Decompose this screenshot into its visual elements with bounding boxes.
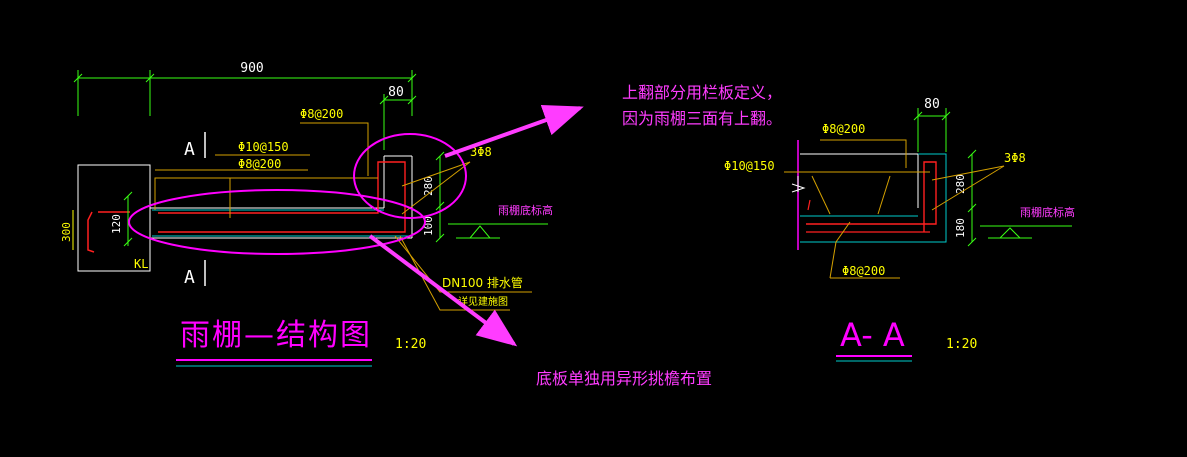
rebar-bars-label: 3Φ8	[470, 145, 492, 159]
main-section: 900 80 KL 300 120	[60, 61, 553, 367]
section-mark-top: A	[184, 132, 206, 160]
arrow-slab	[368, 234, 518, 347]
aa-scale: 1:20	[946, 337, 977, 352]
dim-120-label: 120	[110, 214, 123, 234]
dimension-right-aa	[967, 149, 977, 247]
highlight-upturn-main	[353, 133, 467, 219]
aa-rebar	[806, 161, 937, 232]
upturn-note-line2: 因为雨棚三面有上翻。	[622, 109, 782, 128]
arrow-upturn	[444, 104, 584, 158]
aa-rebar-inner	[806, 199, 930, 233]
section-mark-bottom: A	[184, 260, 206, 288]
main-title-underline	[176, 359, 372, 367]
drain-pipe-label: DN100 排水管	[442, 275, 523, 290]
dim-900-label: 900	[240, 61, 263, 76]
aa-distribution	[784, 139, 930, 279]
aa-rebar-top-label: Φ8@200	[822, 122, 865, 136]
beam-kl	[77, 164, 151, 272]
rebar-dist-1-label: Φ10@150	[238, 140, 289, 154]
elevation-label-main: 雨棚底标高	[498, 203, 553, 217]
slab-rebar	[158, 161, 406, 233]
dimension-120	[123, 191, 133, 247]
dim-280-main: 280	[422, 176, 435, 196]
dim-280-aa: 280	[954, 174, 967, 194]
dim-80-aa-label: 80	[924, 97, 940, 112]
section-mark-bottom-text: A	[184, 267, 195, 288]
beam-label: KL	[134, 257, 148, 271]
section-mark-top-text: A	[184, 139, 195, 160]
dimension-900	[73, 70, 417, 116]
elevation-symbol-main	[448, 223, 548, 239]
aa-rebar-dist-label: Φ10@150	[724, 159, 775, 173]
slab-note: 底板单独用异形挑檐布置	[536, 369, 712, 388]
annotations: 上翻部分用栏板定义， 因为雨棚三面有上翻。 底板单独用异形挑檐布置	[368, 83, 782, 388]
distribution-rebar	[154, 122, 378, 218]
drain-detail-label: 详见建施图	[458, 295, 508, 308]
aa-rebar-bars-leaders	[931, 165, 1005, 211]
beam-rebar	[87, 211, 130, 253]
slab-hatch	[152, 209, 410, 237]
main-scale: 1:20	[395, 337, 426, 352]
rebar-bars-leaders	[401, 161, 471, 215]
aa-elevation-symbol	[980, 225, 1072, 239]
aa-outline	[791, 140, 947, 250]
aa-elevation-label: 雨棚底标高	[1020, 205, 1075, 219]
aa-title-underline	[836, 355, 912, 362]
section-aa: 80 Φ8@200 Φ10@150 Φ8@200	[724, 97, 1075, 362]
aa-rebar-bars-label: 3Φ8	[1004, 151, 1026, 165]
rebar-top-label: Φ8@200	[300, 107, 343, 121]
dim-300-label: 300	[60, 222, 73, 242]
main-title: 雨棚—结构图	[180, 318, 372, 353]
dimension-right-main	[435, 151, 445, 243]
dim-80-main-label: 80	[388, 85, 404, 100]
aa-title: A- A	[840, 316, 905, 354]
highlight-slab-main	[128, 189, 426, 255]
rebar-dist-2-label: Φ8@200	[238, 157, 281, 171]
dimension-80-main	[379, 94, 417, 150]
aa-rebar-bottom-label: Φ8@200	[842, 264, 885, 278]
upturn-note-line1: 上翻部分用栏板定义，	[622, 83, 782, 102]
dim-180-aa: 180	[954, 218, 967, 238]
dimension-80-aa	[913, 108, 951, 152]
